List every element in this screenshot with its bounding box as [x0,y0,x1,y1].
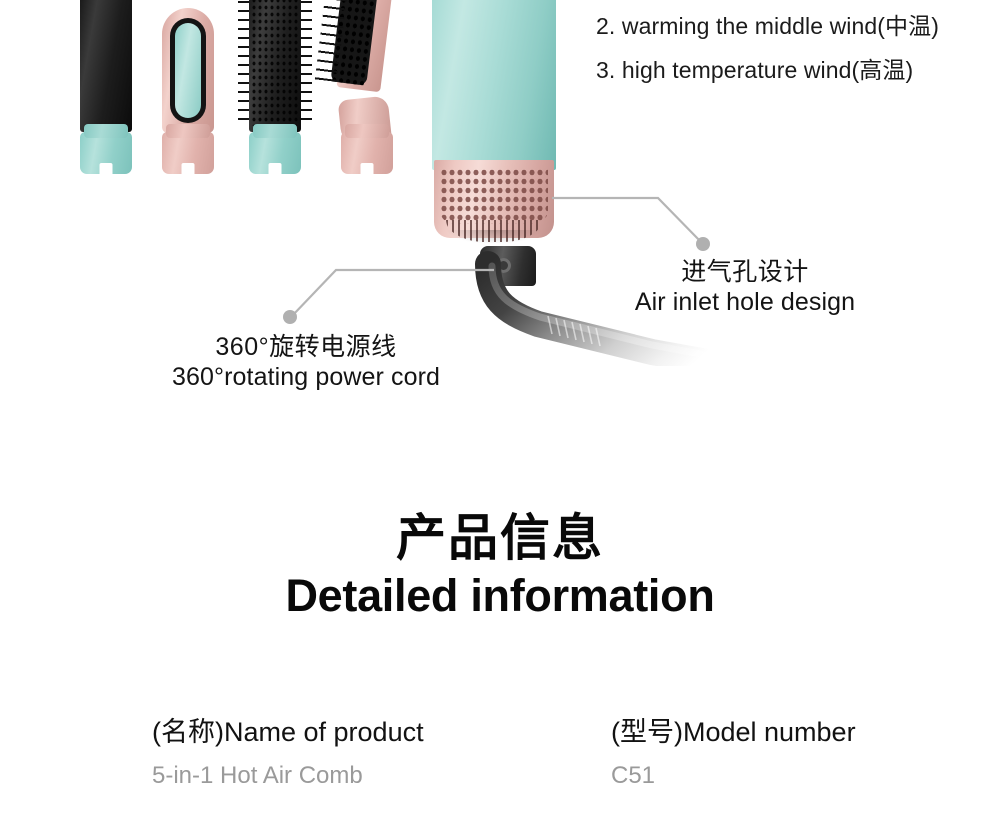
brush-pin-texture [251,0,299,126]
callout-power-cord-cn: 360°旋转电源线 [215,333,397,361]
bristles-left [238,0,250,122]
spec-value: 5-in-1 Hot Air Comb [152,762,363,790]
smooth-barrel-attachment [74,0,138,186]
section-heading: 产品信息 Detailed information [0,512,1000,624]
heat-mode-item-3: 3. high temperature wind(高温) [596,57,914,83]
section-heading-en: Detailed information [285,570,715,621]
flat-paddle-brush-attachment [314,0,402,186]
spec-cell-product-name: (名称)Name of product 5-in-1 Hot Air Comb [152,714,611,791]
attachment-collar [253,124,297,138]
specification-table: (名称)Name of product 5-in-1 Hot Air Comb … [152,714,952,791]
callout-air-inlet-en: Air inlet hole design [634,287,856,316]
spec-row: (名称)Name of product 5-in-1 Hot Air Comb … [152,714,952,791]
callout-air-inlet-cn: 进气孔设计 [681,258,809,286]
attachment-collar [344,124,389,138]
air-inlet-mesh [440,168,548,224]
oval-diffuser-attachment [156,0,220,186]
attachment-lineup [60,0,405,186]
spec-label: (型号)Model number [611,717,856,747]
diffuser-inner [175,23,201,118]
attachment-collar [166,124,210,138]
attachment-base [162,124,214,174]
spec-value: C51 [611,762,656,790]
attachment-collar [84,124,128,138]
barrel-surface [80,0,132,132]
leader-dot-power-cord [283,310,297,324]
round-bristle-brush-attachment [238,0,312,186]
heat-mode-item-2: 2. warming the middle wind(中温) [596,13,940,39]
attachment-base [249,124,301,174]
callout-power-cord-en: 360°rotating power cord [171,362,441,391]
hot-air-comb-body [432,0,556,248]
section-heading-cn: 产品信息 [396,510,604,566]
inlet-shadow [446,230,542,244]
spec-label: (名称)Name of product [152,717,424,747]
attachment-base [80,124,132,174]
bristles-right [300,0,312,122]
device-handle-teal [432,0,556,170]
callout-air-inlet: 进气孔设计 Air inlet hole design [635,258,855,317]
attachment-base [340,124,393,174]
leader-line-air-inlet [552,196,703,244]
air-inlet-fine-slots [446,220,542,242]
callout-power-cord: 360°旋转电源线 360°rotating power cord [172,333,440,392]
heat-mode-list: 2. warming the middle wind(中温) 3. high t… [596,4,996,92]
spec-cell-model-number: (型号)Model number C51 [611,714,1000,791]
